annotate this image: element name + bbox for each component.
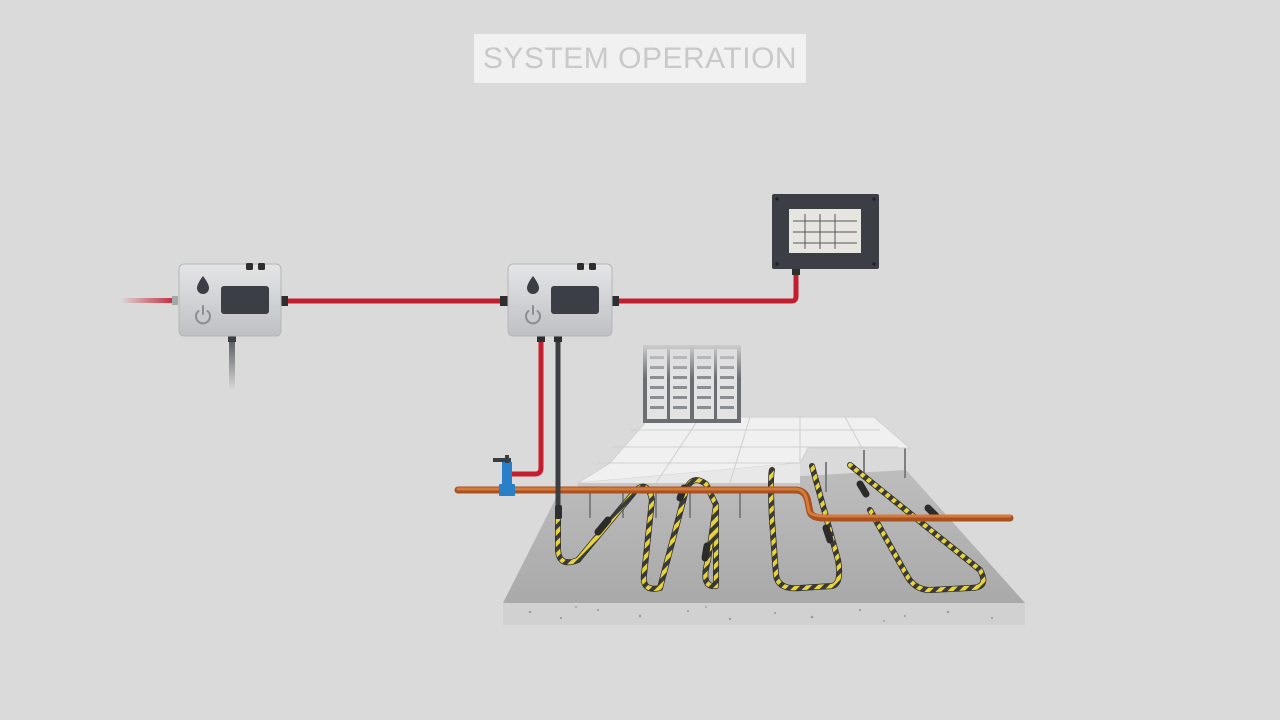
sensor-lead [555, 340, 562, 519]
monitoring-module-1 [178, 263, 288, 342]
faded-output-lead [229, 338, 235, 390]
shutoff-valve [493, 455, 515, 496]
control-panel [772, 194, 879, 275]
water-pipe [454, 486, 1014, 522]
water-drop-icon [527, 276, 539, 294]
signal-cable [288, 274, 799, 477]
server-racks [640, 340, 744, 425]
water-drop-icon [197, 276, 209, 294]
page-title: SYSTEM OPERATION [482, 41, 798, 75]
faded-input-cable [120, 296, 178, 305]
raised-floor [577, 416, 912, 518]
monitoring-module-2 [500, 263, 619, 342]
power-icon [195, 305, 211, 325]
leak-detection-cable [555, 462, 987, 593]
power-icon [525, 305, 541, 325]
grid-display-icon [789, 209, 861, 253]
title-box: SYSTEM OPERATION [474, 34, 806, 83]
